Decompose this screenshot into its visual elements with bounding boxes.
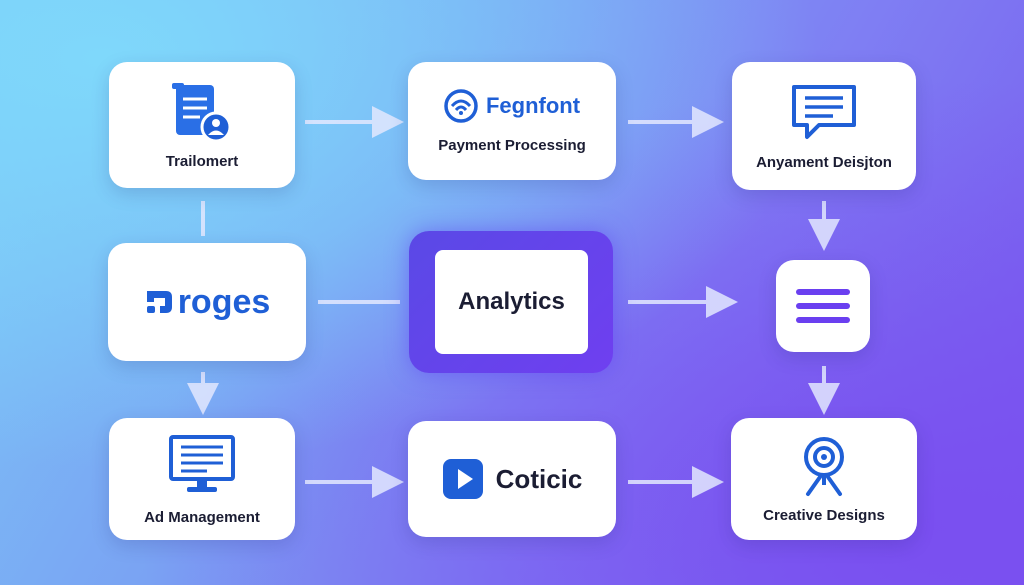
ad-management-card[interactable]: Ad Management — [109, 418, 295, 540]
anyament-deisjton-card[interactable]: Anyament Deisjton — [732, 62, 916, 190]
creative-designs-label: Creative Designs — [763, 506, 885, 524]
coticic-brand-text: Coticic — [495, 463, 583, 494]
camera-tripod-icon — [794, 435, 854, 497]
menu-lines-icon — [794, 286, 852, 326]
monitor-icon — [167, 433, 237, 497]
analytics-card[interactable]: Analytics — [435, 250, 588, 354]
anyament-deisjton-label: Anyament Deisjton — [756, 153, 892, 171]
roges-logo-icon — [144, 287, 174, 317]
coticic-card[interactable]: Coticic — [408, 421, 616, 537]
trailomert-label: Trailomert — [165, 152, 239, 170]
play-button-icon — [442, 458, 484, 500]
payment-processing-label: Payment Processing — [438, 136, 586, 154]
chat-bubble-icon — [789, 82, 859, 144]
trailomert-card[interactable]: Trailomert — [109, 62, 295, 188]
roges-brand-text: roges — [177, 282, 271, 321]
ad-management-label: Ad Management — [144, 508, 260, 526]
creative-designs-card[interactable]: Creative Designs — [731, 418, 917, 540]
roges-card[interactable]: roges — [108, 243, 306, 361]
fegnfont-brand-text: Fegnfont — [485, 92, 581, 118]
document-user-icon — [162, 81, 242, 145]
fegnfont-brand: Fegnfont — [444, 88, 581, 123]
roges-brand: roges — [144, 282, 271, 322]
analytics-label: Analytics — [458, 288, 565, 315]
menu-card[interactable] — [776, 260, 870, 352]
wifi-circle-icon — [444, 88, 478, 123]
payment-processing-card[interactable]: Fegnfont Payment Processing — [408, 62, 616, 180]
coticic-brand: Coticic — [442, 458, 583, 500]
